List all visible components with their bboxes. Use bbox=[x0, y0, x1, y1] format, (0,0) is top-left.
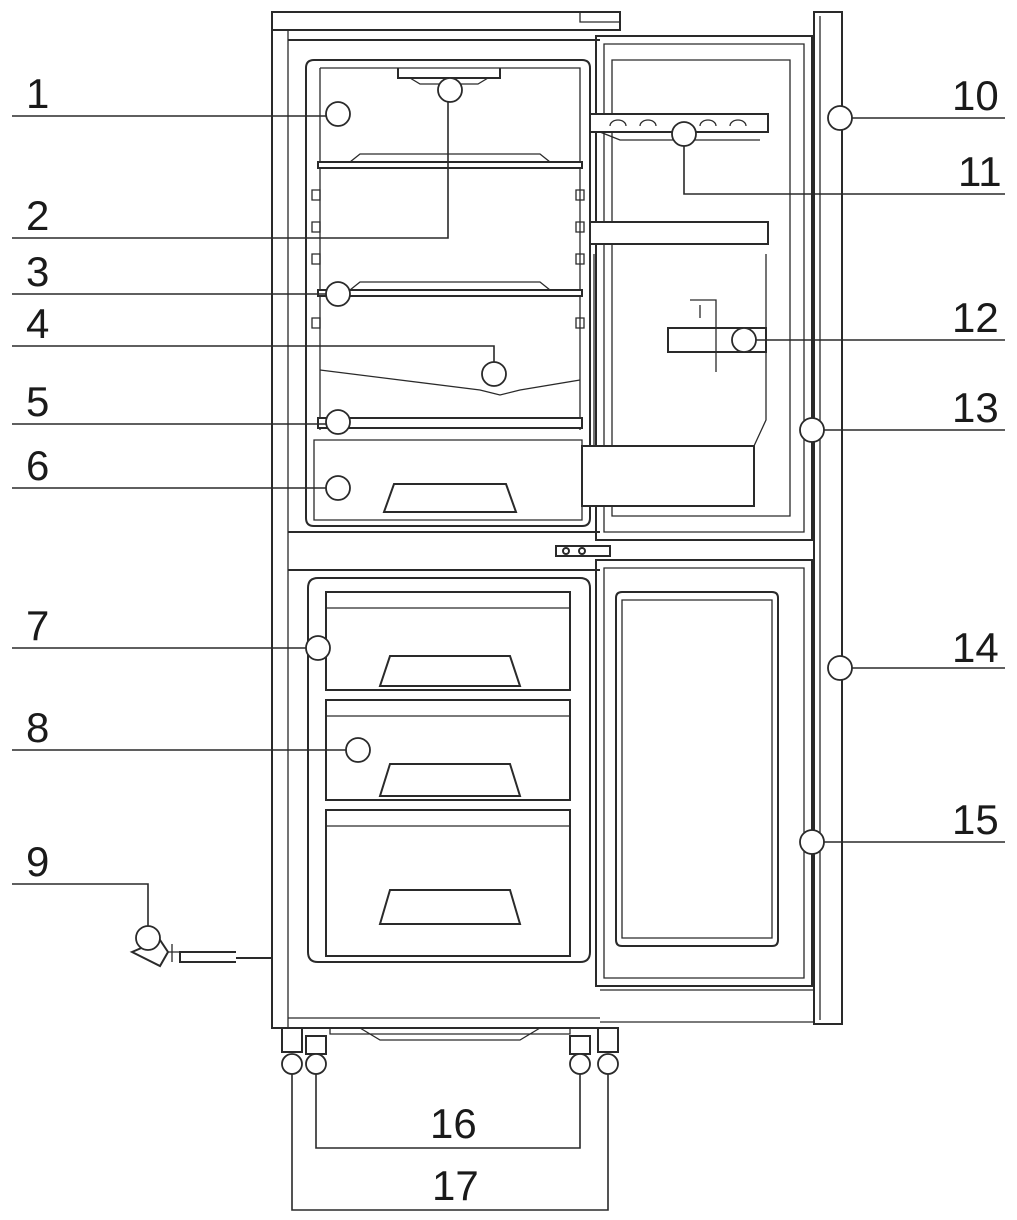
marker-8 bbox=[345, 737, 371, 763]
marker-12 bbox=[731, 327, 757, 353]
callout-10: 10 bbox=[952, 72, 999, 119]
marker-7 bbox=[305, 635, 331, 661]
crisper-drawer bbox=[313, 439, 583, 521]
wheel-rear-left bbox=[305, 1035, 327, 1055]
crisper-cover bbox=[317, 417, 583, 429]
egg-tray-base bbox=[599, 131, 760, 141]
fridge-door-frame bbox=[595, 35, 813, 541]
foot-front-right bbox=[597, 1027, 619, 1053]
fridge-door-liner bbox=[611, 59, 791, 517]
marker-9 bbox=[135, 925, 161, 951]
freezer-drawer-1-handle bbox=[378, 655, 522, 687]
rail-slots-right bbox=[575, 189, 585, 329]
marker-17-left bbox=[281, 1053, 303, 1075]
marker-14 bbox=[827, 655, 853, 681]
fridge-door-gasket bbox=[603, 43, 805, 533]
marker-3 bbox=[325, 281, 351, 307]
freezer-drawer-3 bbox=[325, 809, 571, 957]
control-knob-1 bbox=[562, 547, 570, 555]
callout-1: 1 bbox=[26, 70, 49, 117]
freezer-drawer-3-handle bbox=[378, 889, 522, 925]
freezer-door-gasket bbox=[603, 567, 805, 979]
marker-16-right bbox=[569, 1053, 591, 1075]
fridge-door bbox=[555, 11, 843, 1025]
marker-16-left bbox=[305, 1053, 327, 1075]
callout-17: 17 bbox=[432, 1162, 479, 1209]
freezer-interior bbox=[325, 591, 571, 957]
marker-10 bbox=[827, 105, 853, 131]
glass-shelf-middle bbox=[317, 289, 583, 297]
callout-11: 11 bbox=[958, 148, 1002, 195]
freezer-door-liner bbox=[615, 591, 779, 947]
bottle-clip-detail bbox=[690, 299, 717, 372]
callout-8: 8 bbox=[26, 704, 49, 751]
marker-13 bbox=[799, 417, 825, 443]
fan-housing bbox=[397, 68, 501, 79]
marker-2 bbox=[437, 77, 463, 103]
callout-6: 6 bbox=[26, 442, 49, 489]
freezer-drawer-2-handle bbox=[378, 763, 522, 797]
callout-3: 3 bbox=[26, 248, 49, 295]
top-cover bbox=[271, 11, 621, 31]
freezer-liner bbox=[307, 577, 591, 963]
plug-prongs bbox=[168, 944, 180, 962]
freezer-door bbox=[595, 559, 815, 1023]
cabinet-body bbox=[271, 11, 621, 1041]
door-inner-walls bbox=[593, 254, 767, 447]
base-plinth-inner bbox=[329, 1028, 571, 1035]
fridge-liner bbox=[305, 59, 591, 527]
callout-14: 14 bbox=[952, 624, 999, 671]
callout-12: 12 bbox=[952, 294, 999, 341]
door-edge-panel bbox=[813, 11, 843, 1025]
top-hinge bbox=[579, 12, 620, 23]
callout-2: 2 bbox=[26, 192, 49, 239]
egg-cups bbox=[609, 119, 747, 127]
callout-labels: 1 2 3 4 5 6 7 8 9 10 11 12 13 14 15 16 1… bbox=[26, 70, 1002, 1209]
freezer-door-frame bbox=[595, 559, 813, 987]
crisper-handle bbox=[382, 483, 518, 513]
marker-17-right bbox=[597, 1053, 619, 1075]
callout-16: 16 bbox=[430, 1100, 477, 1147]
feet bbox=[281, 1027, 619, 1055]
freezer-door-bottom bbox=[600, 989, 815, 1023]
marker-11 bbox=[671, 121, 697, 147]
callout-5: 5 bbox=[26, 378, 49, 425]
glass-shelf-top-rear bbox=[349, 153, 551, 163]
cabinet-outline bbox=[271, 30, 600, 1029]
wheel-rear-right bbox=[569, 1035, 591, 1055]
leader-lines bbox=[12, 77, 1005, 1211]
marker-6 bbox=[325, 475, 351, 501]
marker-4 bbox=[481, 361, 507, 387]
rail-slots-left bbox=[311, 189, 321, 329]
freezer-door-liner-inner bbox=[621, 599, 773, 939]
callout-15: 15 bbox=[952, 796, 999, 843]
freezer-drawer-2 bbox=[325, 699, 571, 801]
fridge-liner-inner bbox=[319, 67, 581, 430]
marker-5 bbox=[325, 409, 351, 435]
power-cord bbox=[179, 951, 272, 963]
callout-7: 7 bbox=[26, 602, 49, 649]
lamp-cover bbox=[319, 369, 581, 396]
door-balcony-middle bbox=[589, 221, 769, 245]
fridge-interior bbox=[311, 68, 585, 521]
glass-shelf-top bbox=[317, 161, 583, 169]
control-knob-2 bbox=[578, 547, 586, 555]
callout-13: 13 bbox=[952, 384, 999, 431]
foot-front-left bbox=[281, 1027, 303, 1053]
bottle-shelf bbox=[581, 445, 755, 507]
callout-4: 4 bbox=[26, 300, 49, 347]
callout-9: 9 bbox=[26, 838, 49, 885]
glass-shelf-middle-rear bbox=[349, 281, 551, 291]
marker-15 bbox=[799, 829, 825, 855]
marker-1 bbox=[325, 101, 351, 127]
